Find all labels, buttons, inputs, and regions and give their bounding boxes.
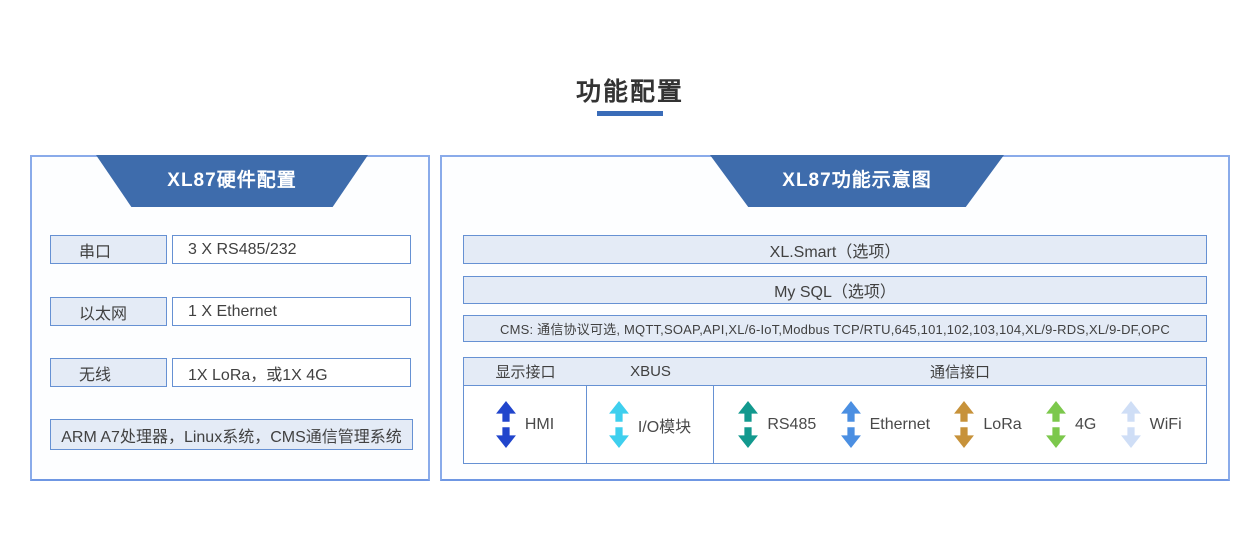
function-diagram-header: XL87功能示意图: [710, 155, 1004, 207]
cms-protocols-bar: CMS: 通信协议可选, MQTT,SOAP,API,XL/6-IoT,Modb…: [463, 315, 1207, 342]
double-arrow-icon: [1120, 401, 1141, 448]
port-wifi: WiFi: [1120, 401, 1182, 448]
spec-row-ethernet: 以太网 1 X Ethernet: [50, 297, 411, 326]
title-underline: [597, 111, 663, 116]
port-4g: 4G: [1046, 401, 1096, 448]
spec-value-ethernet: 1 X Ethernet: [172, 297, 411, 326]
hardware-config-header: XL87硬件配置: [96, 155, 368, 207]
function-diagram-panel: XL87功能示意图 XL.Smart（选项） My SQL（选项） CMS: 通…: [440, 155, 1230, 481]
hardware-config-panel: XL87硬件配置 串口 3 X RS485/232 以太网 1 X Ethern…: [30, 155, 430, 481]
port-label: WiFi: [1149, 415, 1182, 433]
double-arrow-icon: [495, 401, 516, 448]
double-arrow-icon: [738, 401, 759, 448]
cell-xbus: I/O模块: [587, 386, 714, 463]
mysql-bar: My SQL（选项）: [463, 276, 1207, 304]
double-arrow-icon: [954, 401, 975, 448]
xlsmart-bar: XL.Smart（选项）: [463, 235, 1207, 264]
column-comm-interface: 通信接口: [929, 364, 990, 381]
spec-label-ethernet: 以太网: [50, 297, 167, 326]
interface-table: 显示接口 XBUS 通信接口 HMI: [463, 357, 1207, 464]
interface-table-row: HMI I/O模块 RS: [463, 386, 1207, 464]
platform-summary: ARM A7处理器，Linux系统，CMS通信管理系统: [50, 419, 413, 450]
port-label: LoRa: [983, 415, 1022, 433]
spec-value-serial: 3 X RS485/232: [172, 235, 411, 264]
spec-label-serial: 串口: [50, 235, 167, 264]
spec-label-wireless: 无线: [50, 358, 167, 387]
column-xbus: XBUS: [630, 363, 671, 380]
port-label: I/O模块: [637, 418, 692, 436]
spec-row-serial: 串口 3 X RS485/232: [50, 235, 411, 264]
port-ethernet: Ethernet: [840, 401, 931, 448]
port-label: HMI: [524, 415, 555, 433]
spec-row-wireless: 无线 1X LoRa，或1X 4G: [50, 358, 411, 387]
port-io-module: I/O模块: [608, 401, 692, 448]
port-label: Ethernet: [869, 415, 931, 433]
double-arrow-icon: [608, 401, 629, 448]
spec-value-wireless: 1X LoRa，或1X 4G: [172, 358, 411, 387]
port-label: RS485: [767, 415, 817, 433]
cell-comm-interface: RS485 Ethernet LoRa: [714, 386, 1206, 463]
column-display-interface: 显示接口: [495, 364, 556, 381]
port-hmi: HMI: [495, 401, 555, 448]
cell-display-interface: HMI: [464, 386, 587, 463]
port-lora: LoRa: [954, 401, 1022, 448]
page-title: 功能配置: [575, 78, 684, 106]
port-label: 4G: [1074, 415, 1097, 433]
port-rs485: RS485: [738, 401, 816, 448]
interface-table-header: 显示接口 XBUS 通信接口: [463, 357, 1207, 386]
double-arrow-icon: [1046, 401, 1066, 448]
double-arrow-icon: [840, 401, 861, 448]
